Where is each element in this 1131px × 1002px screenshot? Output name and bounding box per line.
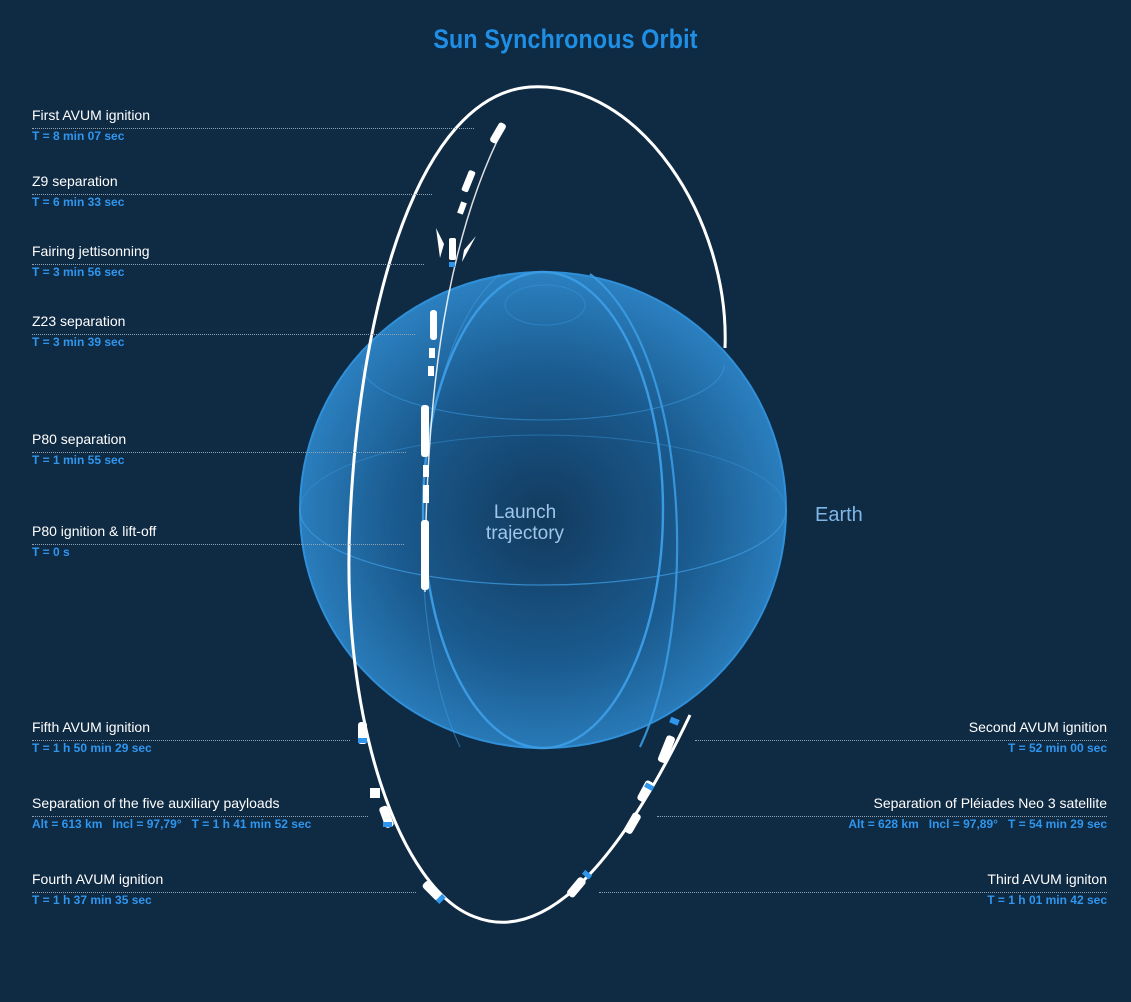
event-time: T = 1 min 55 sec xyxy=(32,453,125,467)
leader-line xyxy=(32,452,406,453)
pleiades-neo-3-satellite xyxy=(637,780,654,803)
event-time: T = 6 min 33 sec xyxy=(32,195,125,209)
event-pleiades-neo-3-separation: Separation of Pléiades Neo 3 satellite A… xyxy=(657,794,1107,832)
event-values: Alt = 628 km Incl = 97,89° T = 54 min 29 s… xyxy=(838,816,1107,832)
event-time: T = 1 h 41 min 52 sec xyxy=(191,817,312,831)
event-time: T = 52 min 00 sec xyxy=(1007,741,1107,755)
latitude-line-north xyxy=(361,364,725,421)
event-z9-separation: Z9 separation T = 6 min 33 sec xyxy=(32,172,432,210)
equator-front xyxy=(299,509,787,586)
event-name: Fairing jettisonning xyxy=(32,243,150,259)
launch-trajectory-label: Launch trajectory xyxy=(470,502,580,544)
leader-line xyxy=(32,816,368,817)
meridian-2 xyxy=(589,273,679,748)
leader-line xyxy=(32,334,415,335)
event-third-avum-ignition: Third AVUM igniton T = 1 h 01 min 42 sec xyxy=(599,870,1107,908)
leader-line xyxy=(32,264,424,265)
rocket-z23-stage xyxy=(430,310,437,340)
launch-label-line2: trajectory xyxy=(485,523,565,544)
leader-line xyxy=(32,892,416,893)
rocket-stage-piece-2 xyxy=(423,485,429,503)
event-name: Separation of the five auxiliary payload… xyxy=(32,795,280,811)
event-p80-separation: P80 separation T = 1 min 55 sec xyxy=(32,430,406,468)
orbit-spacecraft xyxy=(358,716,680,904)
event-time: T = 3 min 56 sec xyxy=(32,265,125,279)
event-name: P80 ignition & lift-off xyxy=(32,523,157,539)
launch-trajectory xyxy=(421,122,506,593)
spacecraft-band-6 xyxy=(669,716,680,726)
event-z23-separation: Z23 separation T = 3 min 39 sec xyxy=(32,312,415,350)
event-time: T = 3 min 39 sec xyxy=(32,335,125,349)
rocket-fairing-stage xyxy=(449,238,456,260)
event-second-avum-ignition: Second AVUM ignition T = 52 min 00 sec xyxy=(695,718,1107,756)
event-p80-ignition-lift-off: P80 ignition & lift-off T = 0 s xyxy=(32,522,404,560)
fairing-half-left xyxy=(436,228,444,258)
orbit-path xyxy=(347,85,727,924)
stage-ring-1 xyxy=(449,262,455,267)
event-name: Z23 separation xyxy=(32,313,126,329)
spacecraft-band-4 xyxy=(582,869,593,880)
leader-line xyxy=(32,544,404,545)
rocket-stage-piece-1 xyxy=(423,465,429,477)
event-time: T = 1 h 01 min 42 sec xyxy=(987,893,1107,907)
event-name: Fourth AVUM ignition xyxy=(32,871,164,887)
event-values: Alt = 613 km Incl = 97,79° T = 1 h 41 min … xyxy=(32,816,321,832)
rocket-avum-first xyxy=(490,122,506,144)
event-time: T = 1 h 37 min 35 sec xyxy=(32,893,152,907)
diagram-title: Sun Synchronous Orbit xyxy=(433,24,698,54)
event-name: Separation of Pléiades Neo 3 satellite xyxy=(873,795,1107,811)
event-name: P80 separation xyxy=(32,431,127,447)
event-time: T = 1 h 50 min 29 sec xyxy=(32,741,152,755)
event-fourth-avum-ignition: Fourth AVUM ignition T = 1 h 37 min 35 s… xyxy=(32,870,416,908)
spacecraft-band-1 xyxy=(358,738,367,743)
spacecraft-band-5 xyxy=(644,782,655,791)
fairing-half-right xyxy=(462,236,476,262)
leader-line xyxy=(32,128,474,129)
spacecraft-band-3 xyxy=(435,894,446,904)
event-fairing-jettisonning: Fairing jettisonning T = 3 min 56 sec xyxy=(32,242,424,280)
rocket-stage-piece-3 xyxy=(429,348,435,358)
event-name: Second AVUM ignition xyxy=(968,719,1107,735)
event-altitude: Alt = 613 km xyxy=(32,817,103,831)
event-name: First AVUM ignition xyxy=(32,107,150,123)
event-fifth-avum-ignition: Fifth AVUM ignition T = 1 h 50 min 29 se… xyxy=(32,718,350,756)
equator-back xyxy=(299,434,787,511)
leader-line xyxy=(599,892,1107,893)
event-name: Fifth AVUM ignition xyxy=(32,719,151,735)
rocket-lift-off xyxy=(421,520,429,590)
event-auxiliary-payloads-separation: Separation of the five auxiliary payload… xyxy=(32,794,368,832)
leader-line xyxy=(695,740,1107,741)
event-time: T = 0 s xyxy=(32,545,70,559)
spacecraft-pleiades-separation xyxy=(624,812,641,834)
auxiliary-payload-icon xyxy=(370,788,380,798)
pole-ring xyxy=(504,284,586,326)
spacecraft-second-avum xyxy=(657,735,675,763)
event-first-avum-ignition: First AVUM ignition T = 8 min 07 sec xyxy=(32,106,474,144)
rocket-stage-piece-4 xyxy=(428,366,434,376)
leader-line xyxy=(32,740,350,741)
rocket-stage-piece-5 xyxy=(457,201,467,215)
leader-line xyxy=(657,816,1107,817)
event-inclination: Incl = 97,89° xyxy=(928,817,998,831)
event-inclination: Incl = 97,79° xyxy=(112,817,182,831)
launch-label-line1: Launch xyxy=(493,502,557,523)
event-time: T = 54 min 29 sec xyxy=(1007,817,1107,831)
event-name: Z9 separation xyxy=(32,173,118,189)
rocket-z9-stage xyxy=(461,170,476,193)
spacecraft-fourth-avum xyxy=(422,880,443,901)
leader-line xyxy=(32,194,432,195)
event-time: T = 8 min 07 sec xyxy=(32,129,125,143)
spacecraft-third-avum xyxy=(567,877,586,898)
orbit-line xyxy=(347,85,727,924)
event-altitude: Alt = 628 km xyxy=(848,817,919,831)
earth-label: Earth xyxy=(815,504,863,526)
rocket-p80-stage xyxy=(421,405,429,457)
event-name: Third AVUM igniton xyxy=(987,871,1107,887)
spacecraft-band-2 xyxy=(383,822,392,827)
